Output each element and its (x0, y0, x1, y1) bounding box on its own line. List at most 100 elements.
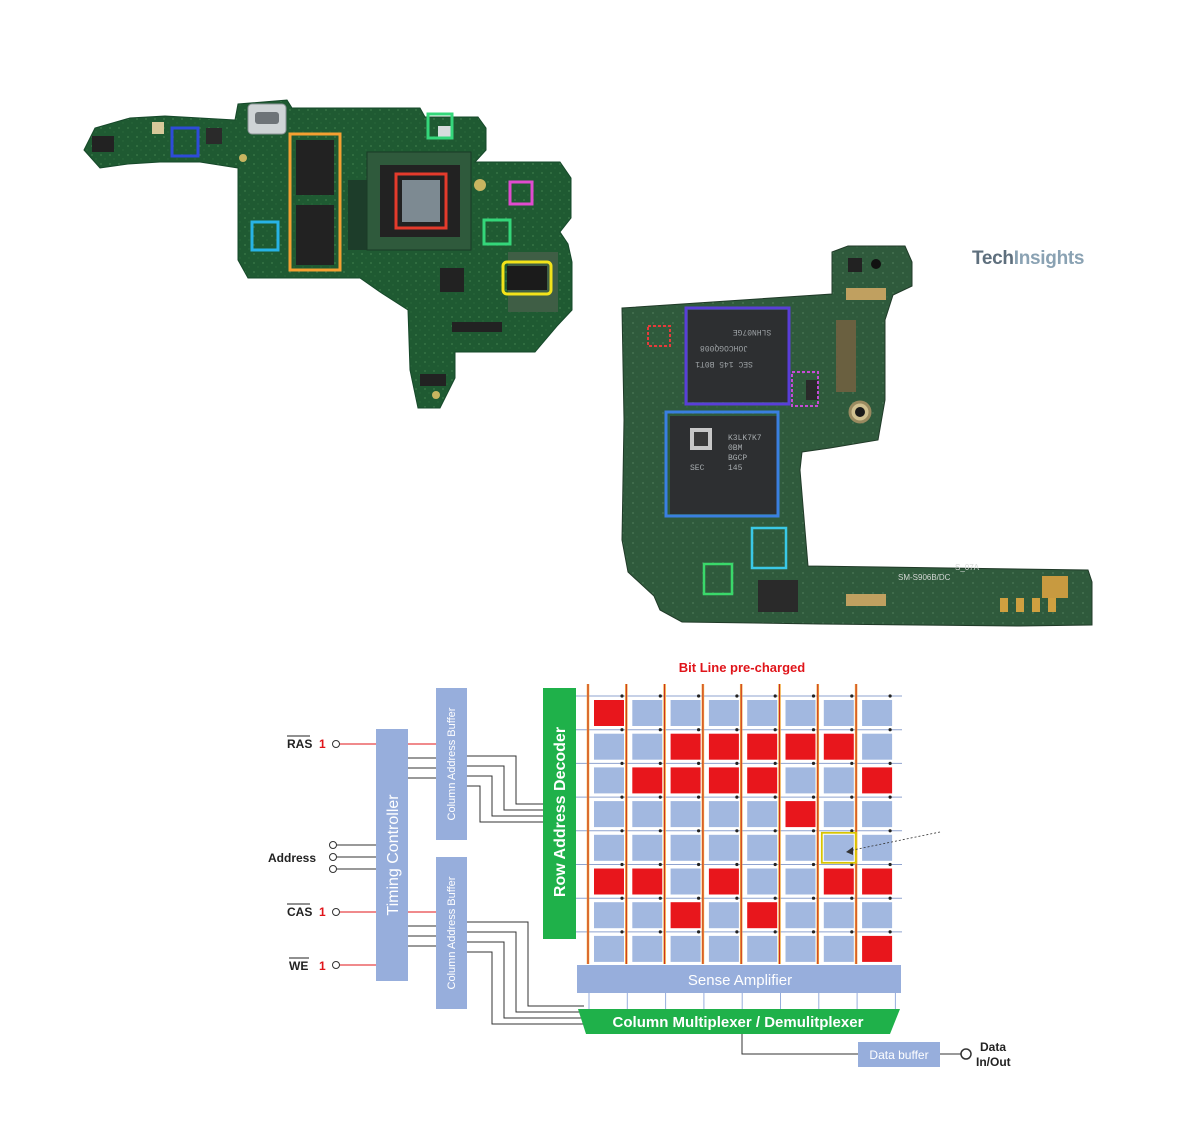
board2-storage-marking-1: K3LK7K7 (728, 434, 762, 443)
cell-junction-dot (850, 930, 854, 934)
techinsights-logo: TechInsights (972, 248, 1084, 270)
memory-cell-r6-c5 (785, 902, 816, 929)
memory-cell-r1-c3 (708, 733, 739, 760)
cell-junction-dot (697, 761, 701, 766)
memory-cell-r5-c6 (823, 868, 854, 895)
cas-label: CAS (287, 905, 312, 919)
we-value: 1 (319, 959, 326, 973)
board1-highlights (170, 112, 553, 296)
cell-junction-dot (850, 795, 854, 799)
memory-cell-r3-c6 (823, 801, 854, 828)
cell-junction-dot (735, 694, 739, 698)
cell-junction-dot (773, 930, 777, 934)
board1-highlight-cyan (250, 220, 280, 252)
cell-pointer-arrow (847, 831, 941, 852)
board2-highlight-cyan (750, 526, 788, 570)
cell-junction-dot (620, 896, 624, 900)
cas-terminal (332, 908, 340, 916)
cell-junction-dot (658, 829, 662, 833)
memory-cell-grid (576, 684, 902, 964)
memory-cell-r6-c1 (632, 902, 663, 929)
memory-cell-r3-c7 (862, 801, 893, 828)
memory-cell-r4-c6 (823, 834, 854, 861)
cell-junction-dot (735, 862, 739, 867)
cell-junction-dot (697, 896, 701, 900)
memory-cell-r5-c3 (708, 868, 739, 895)
cell-junction-dot (811, 795, 816, 799)
board2-memory-marking-2: JOHCOGQ008 (700, 343, 748, 352)
board1-highlight-magenta (508, 180, 534, 206)
column-address-buffer-bottom (436, 857, 467, 1009)
memory-cell-r7-c5 (785, 935, 816, 962)
board2-highlight-red (647, 325, 671, 347)
we-terminal (332, 961, 340, 969)
address-label: Address (268, 851, 316, 865)
cell-junction-dot (620, 795, 624, 799)
board2-connector-a (846, 288, 886, 300)
memory-cell-r3-c4 (747, 801, 778, 828)
cell-junction-dot (658, 728, 662, 732)
memory-cell-r4-c0 (594, 834, 624, 861)
ras-value: 1 (319, 737, 326, 751)
memory-cell-r2-c7 (862, 767, 893, 794)
memory-cell-r6-c4 (747, 902, 778, 929)
cell-junction-dot (888, 930, 892, 934)
cell-junction-dot (620, 728, 624, 732)
cell-junction-dot (658, 795, 662, 799)
memory-cell-r6-c2 (670, 902, 701, 929)
cell-junction-dot (620, 930, 624, 934)
cell-junction-dot (850, 829, 854, 833)
memory-cell-r0-c1 (632, 700, 663, 726)
signal-terminals (329, 740, 972, 1060)
data-buffer-block (858, 1042, 940, 1067)
memory-cell-r7-c1 (632, 935, 663, 962)
cell-junction-dot (735, 761, 739, 766)
memory-cell-r2-c2 (670, 767, 701, 794)
memory-cell-r2-c4 (747, 767, 778, 794)
memory-cell-r3-c5 (785, 801, 816, 828)
cell-junction-dot (888, 761, 892, 766)
board2-memory-marking-3: SEC 145 B0T1 (695, 359, 753, 368)
memory-cell-r4-c4 (747, 834, 778, 861)
cell-junction-dot (620, 694, 624, 698)
board2-highlight-purple (684, 306, 791, 406)
memory-cell-r5-c5 (785, 868, 816, 895)
board2-storage-marking-3: BGCP (728, 454, 747, 463)
memory-cell-r0-c3 (708, 700, 739, 726)
sense-amplifier-ticks (588, 993, 896, 1009)
memory-cell-r0-c6 (823, 700, 854, 726)
cell-junction-dot (850, 862, 854, 867)
memory-cell-r2-c1 (632, 767, 663, 794)
cell-junction-dot (850, 761, 854, 766)
memory-cell-r1-c6 (823, 733, 854, 760)
cell-junction-dot (658, 896, 662, 900)
board1-highlight-green-mid (482, 218, 512, 246)
board1-connector-left (92, 136, 114, 152)
cell-junction-dot (697, 694, 701, 698)
cell-junction-dot (850, 694, 854, 698)
logo-part-tech: Tech (972, 248, 1014, 269)
column-multiplexer-label: Column Multiplexer / Demulitplexer (613, 1014, 864, 1031)
cell-junction-dot (773, 728, 777, 732)
board2-highlight-green (702, 562, 734, 596)
address-terminal-1 (329, 841, 337, 849)
board1-soc-die (402, 180, 440, 222)
logo-part-insights: Insights (1013, 248, 1085, 269)
cell-junction-dot (773, 862, 777, 867)
board1-highlight-blue (170, 126, 200, 158)
cell-junction-dot (888, 728, 892, 732)
cell-junction-dot (735, 829, 739, 833)
cell-junction-dot (620, 862, 624, 867)
memory-cell-r0-c7 (862, 700, 893, 726)
memory-cell-r2-c3 (708, 767, 739, 794)
board2-connector-b (836, 320, 856, 392)
board1-yellow-chip-body (507, 266, 547, 290)
cell-junction-dot (811, 930, 816, 934)
memory-cell-r3-c2 (670, 801, 701, 828)
row-address-decoder-label: Row Address Decoder (552, 727, 569, 897)
column-multiplexer-block (578, 1009, 900, 1034)
cell-junction-dot (811, 728, 816, 732)
board2-highlight-magenta (791, 371, 819, 407)
column-address-buffer-top (436, 688, 467, 840)
